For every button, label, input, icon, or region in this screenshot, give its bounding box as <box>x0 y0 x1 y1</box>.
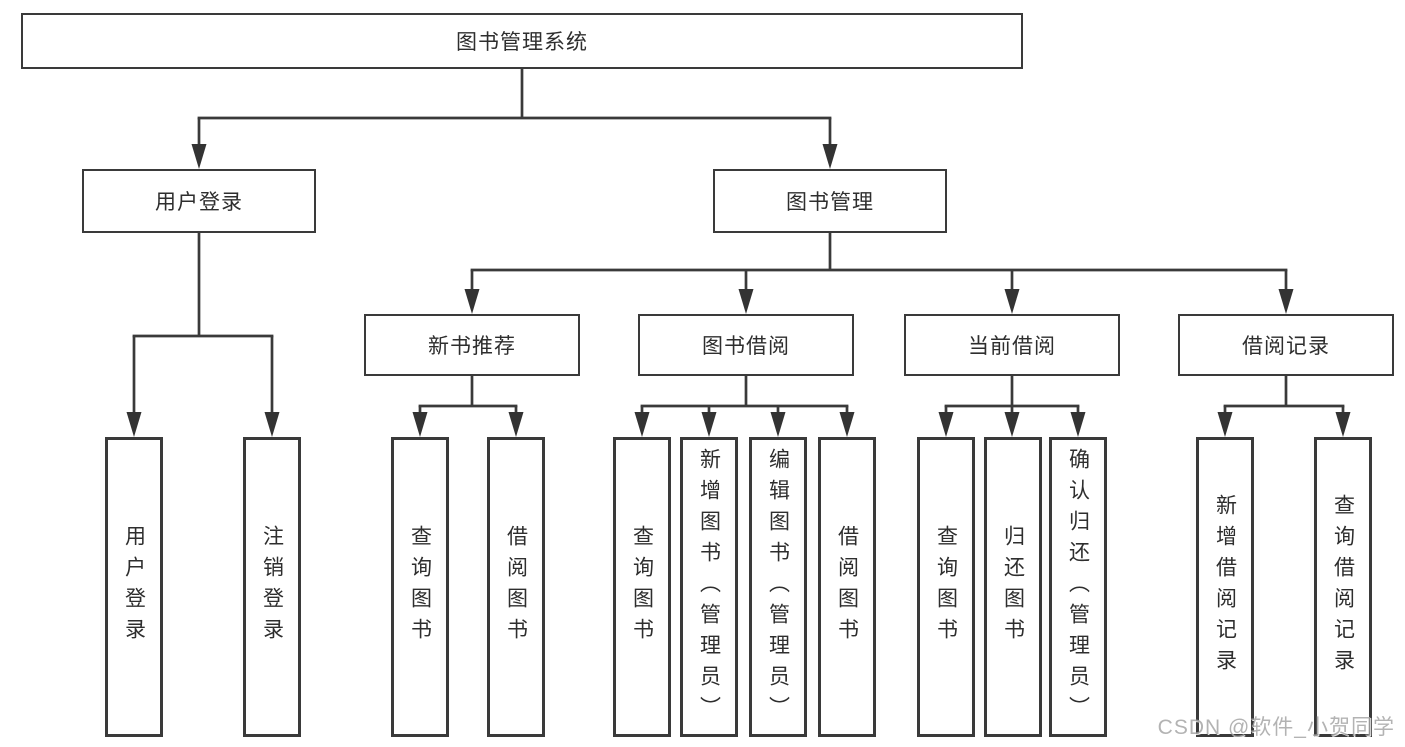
node-label: 归还图书 <box>1001 525 1025 649</box>
node-label: 用户登录 <box>155 191 243 214</box>
leaf-return-books: 归还图书 <box>984 437 1042 737</box>
node-label: 注销登录 <box>260 525 284 649</box>
node-label: 编辑图书（管理员） <box>766 447 790 727</box>
leaf-confirm-return-admin: 确认归还（管理员） <box>1049 437 1107 737</box>
node-label: 查询借阅记录 <box>1331 494 1355 680</box>
node-label: 查询图书 <box>630 525 654 649</box>
node-label: 借阅图书 <box>504 525 528 649</box>
leaf-query-borrow-record: 查询借阅记录 <box>1314 437 1372 737</box>
leaf-borrow-books: 借阅图书 <box>818 437 876 737</box>
node-label: 图书管理 <box>786 191 874 214</box>
node-label: 查询图书 <box>934 525 958 649</box>
node-user-login: 用户登录 <box>82 169 316 233</box>
node-label: 新增借阅记录 <box>1213 494 1237 680</box>
node-label: 新书推荐 <box>428 335 516 358</box>
leaf-add-borrow-record: 新增借阅记录 <box>1196 437 1254 737</box>
leaf-edit-books-admin: 编辑图书（管理员） <box>749 437 807 737</box>
node-label: 新增图书（管理员） <box>697 447 721 727</box>
node-book-borrowing: 图书借阅 <box>638 314 854 376</box>
leaf-query-books-recommend: 查询图书 <box>391 437 449 737</box>
node-book-management: 图书管理 <box>713 169 947 233</box>
leaf-query-books-current: 查询图书 <box>917 437 975 737</box>
node-label: 借阅记录 <box>1242 335 1330 358</box>
watermark-text: CSDN @软件_小贺同学 <box>1157 716 1395 739</box>
leaf-user-login: 用户登录 <box>105 437 163 737</box>
node-label: 图书管理系统 <box>456 31 588 54</box>
node-current-borrowing: 当前借阅 <box>904 314 1120 376</box>
node-label: 查询图书 <box>408 525 432 649</box>
leaf-add-books-admin: 新增图书（管理员） <box>680 437 738 737</box>
node-label: 用户登录 <box>122 525 146 649</box>
node-label: 借阅图书 <box>835 525 859 649</box>
node-new-book-recommend: 新书推荐 <box>364 314 580 376</box>
leaf-logout: 注销登录 <box>243 437 301 737</box>
node-system-root: 图书管理系统 <box>21 13 1023 69</box>
node-borrow-records: 借阅记录 <box>1178 314 1394 376</box>
node-label: 图书借阅 <box>702 335 790 358</box>
leaf-query-books-borrow: 查询图书 <box>613 437 671 737</box>
leaf-borrow-books-recommend: 借阅图书 <box>487 437 545 737</box>
node-label: 确认归还（管理员） <box>1066 447 1090 727</box>
node-label: 当前借阅 <box>968 335 1056 358</box>
